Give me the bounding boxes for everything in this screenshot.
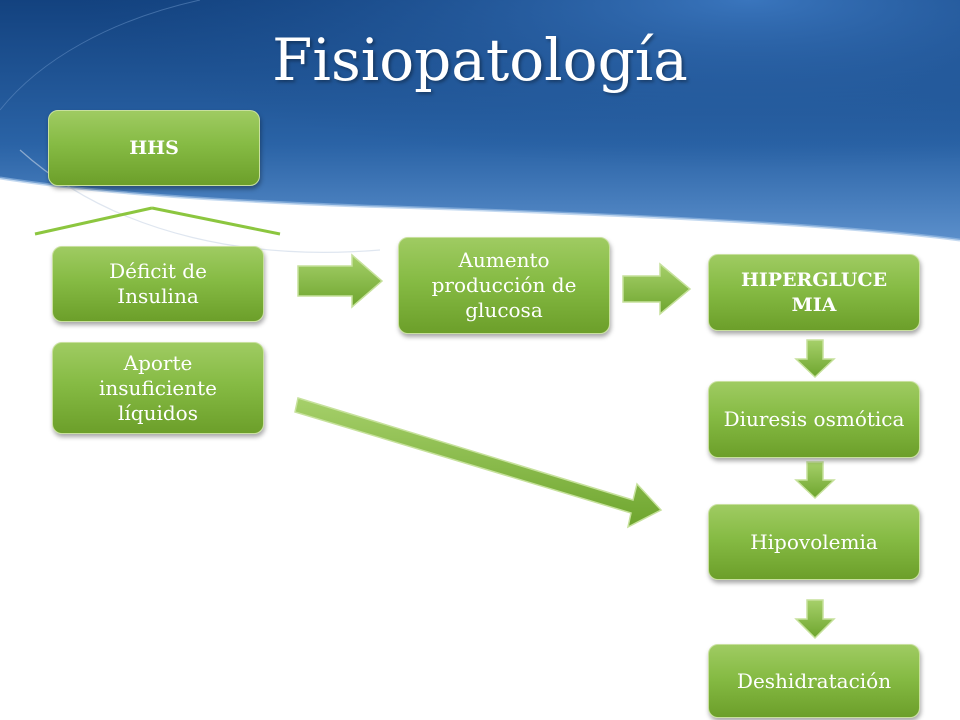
node-deficit-insulina: Déficit de Insulina (52, 246, 264, 322)
node-deshidratacion: Deshidratación (708, 644, 920, 718)
arrow-deficit-to-aumento (297, 253, 384, 309)
node-hhs: HHS (48, 110, 260, 186)
arrow-hiperglucemia-to-diuresis (794, 339, 836, 379)
node-hiperglucemia: HIPERGLUCE MIA (708, 254, 920, 331)
node-hipovolemia: Hipovolemia (708, 504, 920, 580)
arrow-aumento-to-hiperglucemia (622, 262, 692, 316)
node-aumento-produccion: Aumento producción de glucosa (398, 237, 610, 334)
hhs-connector-lines (34, 206, 281, 236)
arrow-hipovolemia-to-deshidratacion (794, 599, 836, 640)
node-diuresis-osmotica: Diuresis osmótica (708, 381, 920, 458)
arrow-aporte-to-hipovolemia (294, 397, 663, 529)
slide-title: Fisiopatología (272, 26, 688, 94)
arrow-diuresis-to-hipovolemia (794, 461, 836, 500)
node-aporte-insuficiente: Aporte insuficiente líquidos (52, 342, 264, 434)
